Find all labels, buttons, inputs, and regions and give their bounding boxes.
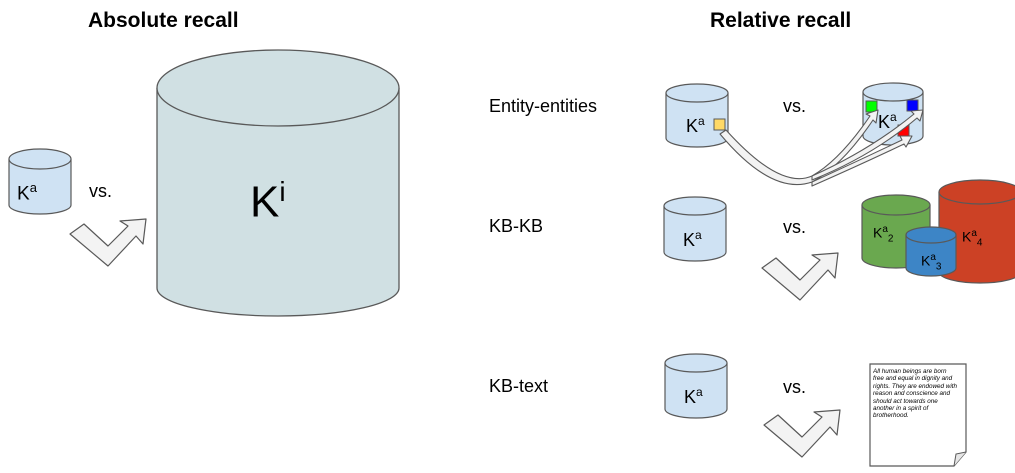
row-label-kb-text: KB-text — [489, 376, 549, 396]
cylinder-ka-entity — [665, 83, 729, 148]
document-text: All human beings are born free and equal… — [873, 368, 957, 420]
cylinder-ka-kbtext — [664, 353, 728, 419]
ka-label-absolute: Ka — [17, 180, 37, 205]
ki-label: Ki — [250, 176, 286, 227]
row-label-entity-entities: Entity-entities — [489, 96, 598, 116]
heading-absolute-recall: Absolute recall — [88, 9, 239, 32]
vs-label-absolute: vs. — [89, 181, 113, 201]
ka-label-entity: Ka — [686, 114, 705, 136]
row-label-kb-kb: KB-KB — [489, 216, 544, 236]
vs-label-kbkb: vs. — [783, 217, 807, 237]
curved-arrow-kbtext — [763, 409, 841, 458]
curved-arrow-absolute — [69, 218, 147, 267]
k3-label: Ka3 — [921, 252, 942, 273]
entity-square-blue — [906, 99, 919, 112]
cylinder-ka-kbkb — [663, 196, 727, 262]
cylinder-k3-blue — [905, 226, 957, 277]
k2-label: Ka2 — [873, 224, 894, 245]
entity-match-arrows — [719, 109, 924, 187]
cylinder-ka-absolute — [8, 148, 72, 215]
cylinder-k4-red — [938, 179, 1015, 284]
cylinder-ki-large — [156, 49, 400, 317]
heading-relative-recall: Relative recall — [710, 9, 852, 32]
vs-label-entity: vs. — [783, 96, 807, 116]
entity-square-yellow — [713, 118, 726, 131]
ka-label-kbtext: Ka — [684, 385, 703, 407]
document-page — [869, 363, 967, 467]
ka-label-kbkb: Ka — [683, 228, 702, 250]
curved-arrow-kbkb — [761, 252, 839, 301]
vs-label-kbtext: vs. — [783, 377, 807, 397]
ka-label-entities: Ka — [878, 110, 897, 132]
k4-label: Ka4 — [962, 228, 983, 249]
